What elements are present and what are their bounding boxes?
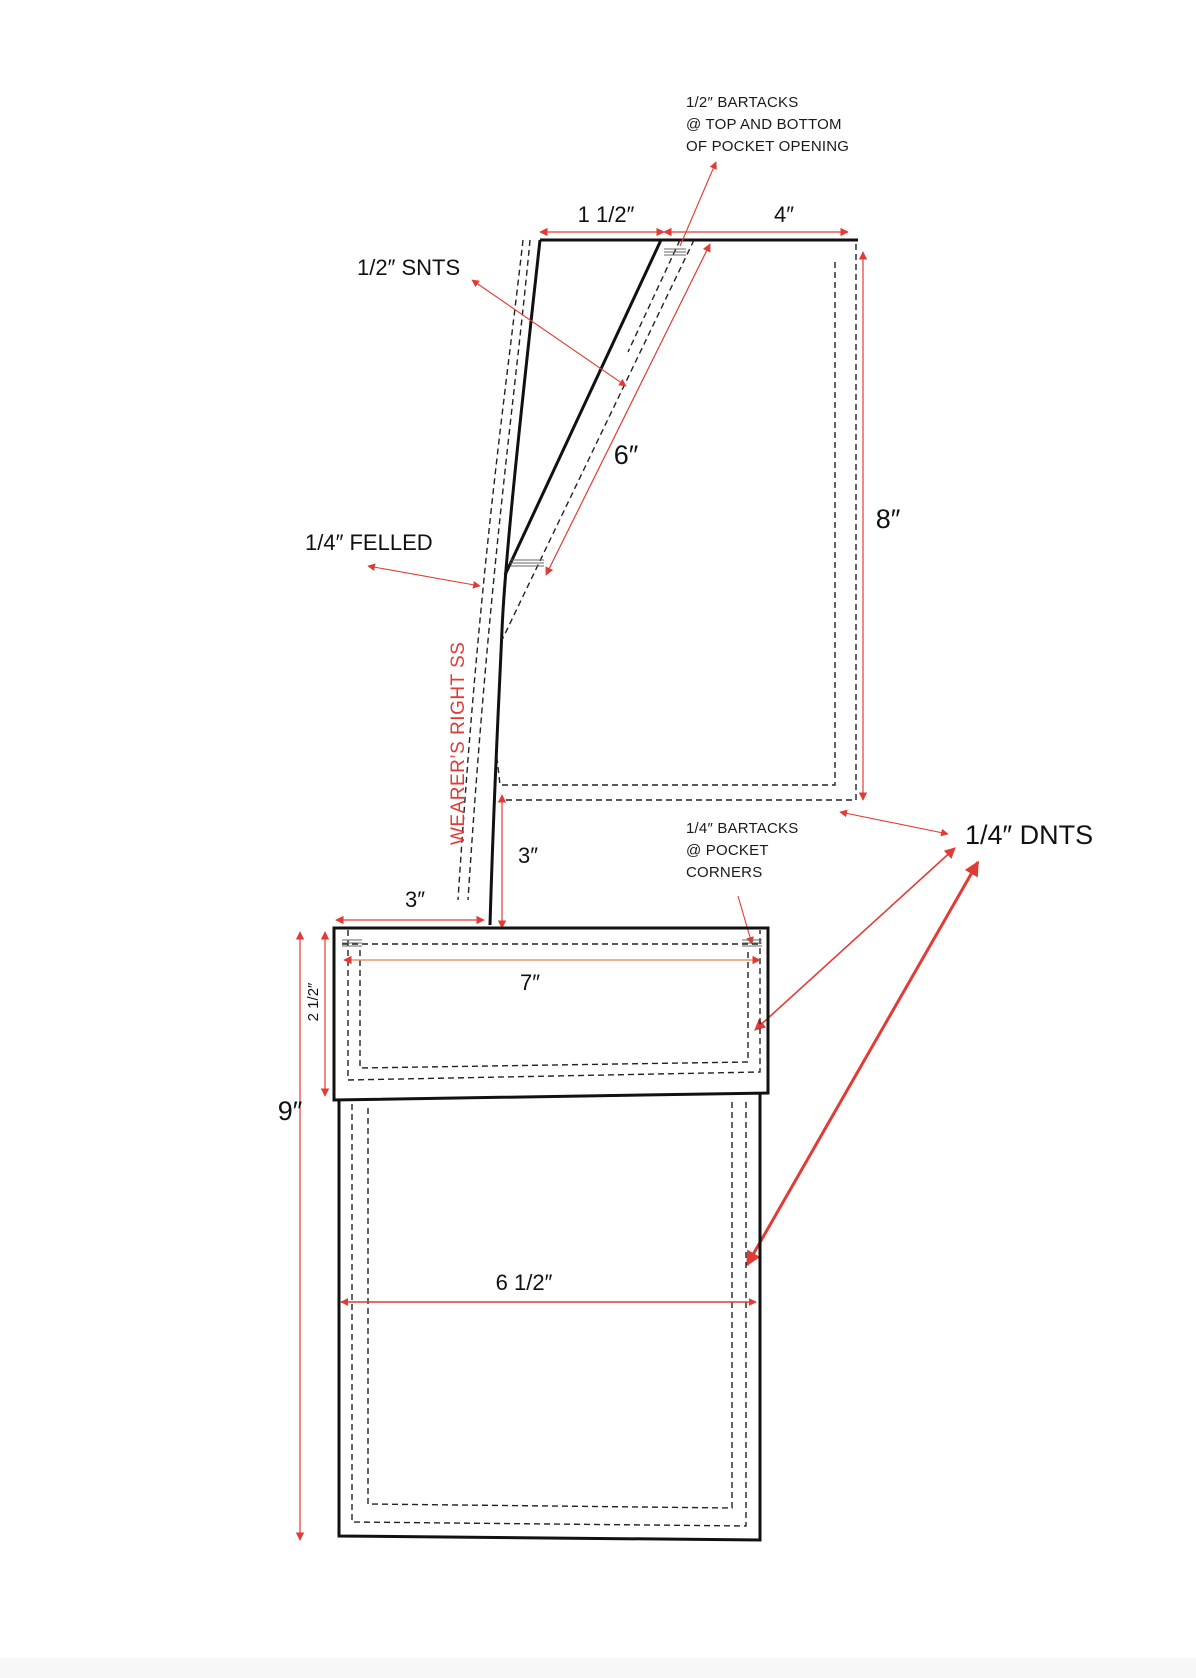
dim-cargo-width-label: 6 1/2″ — [496, 1270, 553, 1295]
svg-text:1/2″ BARTACKS @ TOP AND: 1/2″ BARTACKS @ TOP AND BOTTOM OF POCKET… — [686, 94, 849, 155]
note-bartacks-top-line3: OF POCKET OPENING — [686, 138, 849, 155]
cargo-body-stitch-inner — [367, 1100, 733, 1509]
note-felled-label: 1/4″ FELLED — [305, 530, 433, 555]
dim-flap-width: 7″ — [343, 955, 761, 995]
dim-cargo-width: 6 1/2″ — [340, 1270, 757, 1306]
pocket-opening-edge — [503, 239, 663, 576]
dim-cargo-height: 9″ — [278, 931, 305, 1541]
side-seam-label: WEARER’S RIGHT SS — [448, 642, 469, 845]
dim-opening-length: 6″ — [545, 243, 711, 576]
felled-seam-outer — [467, 239, 531, 901]
dim-cargo-height-label: 9″ — [278, 1096, 303, 1126]
note-bartacks-top-line2: @ TOP AND BOTTOM — [686, 116, 842, 133]
note-bartacks-corners-line3: CORNERS — [686, 864, 762, 881]
dim-cargo-offset: 3″ — [335, 887, 485, 925]
cargo-body-outline — [337, 1093, 762, 1542]
dim-pocket-height: 8″ — [858, 251, 901, 801]
note-snts: 1/2″ SNTS — [357, 255, 627, 387]
note-bartacks-top: 1/2″ BARTACKS @ TOP AND BOTTOM OF POCKET… — [679, 94, 849, 247]
page-bottom-band — [0, 1658, 1196, 1678]
flap-bartack-left — [342, 939, 362, 947]
dim-pocket-height-label: 8″ — [876, 504, 901, 534]
dim-top-width: 4″ — [663, 202, 849, 237]
cargo-body-stitch-outer — [351, 1100, 747, 1527]
note-dnts: 1/4″ DNTS — [745, 809, 1093, 1267]
upper-right-stitch-inner — [496, 262, 836, 786]
note-bartacks-corners-line2: @ POCKET — [686, 842, 768, 859]
bartack-bottom — [510, 559, 544, 567]
dim-opening-length-label: 6″ — [614, 440, 639, 470]
dim-gap-to-cargo-label: 3″ — [518, 843, 538, 868]
flap-outline — [332, 926, 770, 1102]
dim-opening-offset-label: 1 1/2″ — [578, 202, 635, 227]
flap-stitch-left — [347, 930, 761, 1081]
dim-gap-to-cargo: 3″ — [497, 794, 538, 929]
note-dnts-label: 1/4″ DNTS — [965, 820, 1093, 850]
pocket-opening-stitch — [501, 239, 695, 641]
svg-text:1/4″ BARTACKS @ POCKET: 1/4″ BARTACKS @ POCKET CORNERS — [686, 820, 803, 881]
dim-flap-height: 2 1/2″ — [305, 931, 330, 1097]
flap-bartack-right — [742, 939, 762, 947]
note-bartacks-corners: 1/4″ BARTACKS @ POCKET CORNERS — [686, 820, 803, 945]
note-bartacks-corners-line1: 1/4″ BARTACKS — [686, 820, 798, 837]
dim-flap-width-label: 7″ — [520, 970, 540, 995]
dim-flap-height-label: 2 1/2″ — [305, 982, 322, 1021]
note-snts-label: 1/2″ SNTS — [357, 255, 460, 280]
dim-opening-offset: 1 1/2″ — [539, 202, 665, 237]
cargo-pocket — [332, 926, 770, 1542]
dim-top-width-label: 4″ — [774, 202, 794, 227]
note-bartacks-top-line1: 1/2″ BARTACKS — [686, 94, 798, 111]
note-felled: 1/4″ FELLED — [305, 530, 481, 589]
dim-cargo-offset-label: 3″ — [405, 887, 425, 912]
side-seam-line — [488, 239, 542, 926]
felled-seam-inner — [457, 239, 524, 901]
flap-stitch-inner — [359, 950, 749, 1069]
upper-right-stitch-outer — [505, 244, 857, 801]
